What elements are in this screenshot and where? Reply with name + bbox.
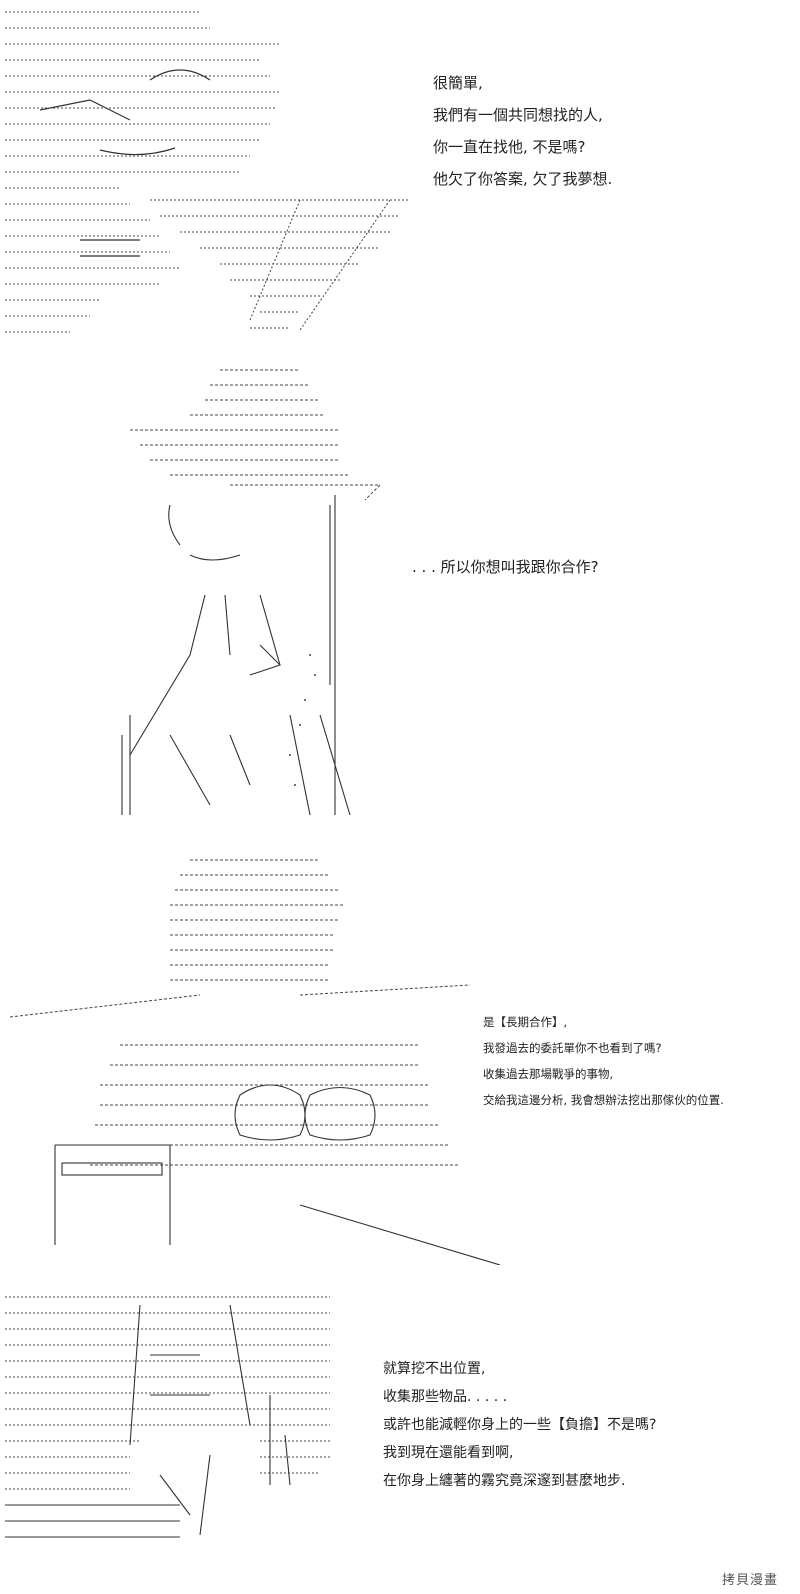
panel-3: 是【長期合作】, 我發過去的委託單你不也看到了嗎? 收集過去那場戰爭的事物, 交… xyxy=(0,845,800,1265)
dialogue-panel-2: . . . 所以你想叫我跟你合作? xyxy=(412,551,599,583)
dialogue-line: . . . 所以你想叫我跟你合作? xyxy=(412,558,599,576)
panel-1: 很簡單, 我們有一個共同想找的人, 你一直在找他, 不是嗎? 他欠了你答案, 欠… xyxy=(0,0,800,345)
panel-4: 就算挖不出位置, 收集那些物品. . . . . 或許也能減輕你身上的一些【負擔… xyxy=(0,1285,800,1594)
dialogue-line: 我們有一個共同想找的人, xyxy=(433,106,603,124)
ascii-art-figure-hat xyxy=(110,355,410,825)
dialogue-line: 他欠了你答案, 欠了我夢想. xyxy=(433,170,613,188)
dialogue-line: 就算挖不出位置, xyxy=(383,1361,486,1377)
dialogue-panel-3: 是【長期合作】, 我發過去的委託單你不也看到了嗎? 收集過去那場戰爭的事物, 交… xyxy=(483,1009,724,1113)
dialogue-line: 收集那些物品. . . . . xyxy=(383,1389,508,1405)
dialogue-line: 很簡單, xyxy=(433,74,483,92)
ascii-art-figure-reclining xyxy=(0,0,430,345)
dialogue-line: 收集過去那場戰爭的事物, xyxy=(483,1067,614,1081)
ascii-art-figure-binoculars xyxy=(0,845,500,1265)
dialogue-panel-4: 就算挖不出位置, 收集那些物品. . . . . 或許也能減輕你身上的一些【負擔… xyxy=(383,1355,656,1495)
dialogue-line: 我到現在還能看到啊, xyxy=(383,1445,514,1461)
dialogue-line: 是【長期合作】, xyxy=(483,1015,568,1029)
dialogue-line: 或許也能減輕你身上的一些【負擔】不是嗎? xyxy=(383,1417,657,1433)
watermark: 拷貝漫畫 xyxy=(721,1573,778,1588)
ascii-art-figure-closeup xyxy=(0,1285,340,1565)
dialogue-line: 你一直在找他, 不是嗎? xyxy=(433,138,586,156)
dialogue-panel-1: 很簡單, 我們有一個共同想找的人, 你一直在找他, 不是嗎? 他欠了你答案, 欠… xyxy=(433,67,612,195)
dialogue-line: 我發過去的委託單你不也看到了嗎? xyxy=(483,1041,662,1055)
dialogue-line: 在你身上纏著的霧究竟深邃到甚麼地步. xyxy=(383,1473,626,1489)
dialogue-line: 交給我這邊分析, 我會想辦法挖出那傢伙的位置. xyxy=(483,1093,724,1107)
panel-2: . . . 所以你想叫我跟你合作? xyxy=(0,355,800,825)
